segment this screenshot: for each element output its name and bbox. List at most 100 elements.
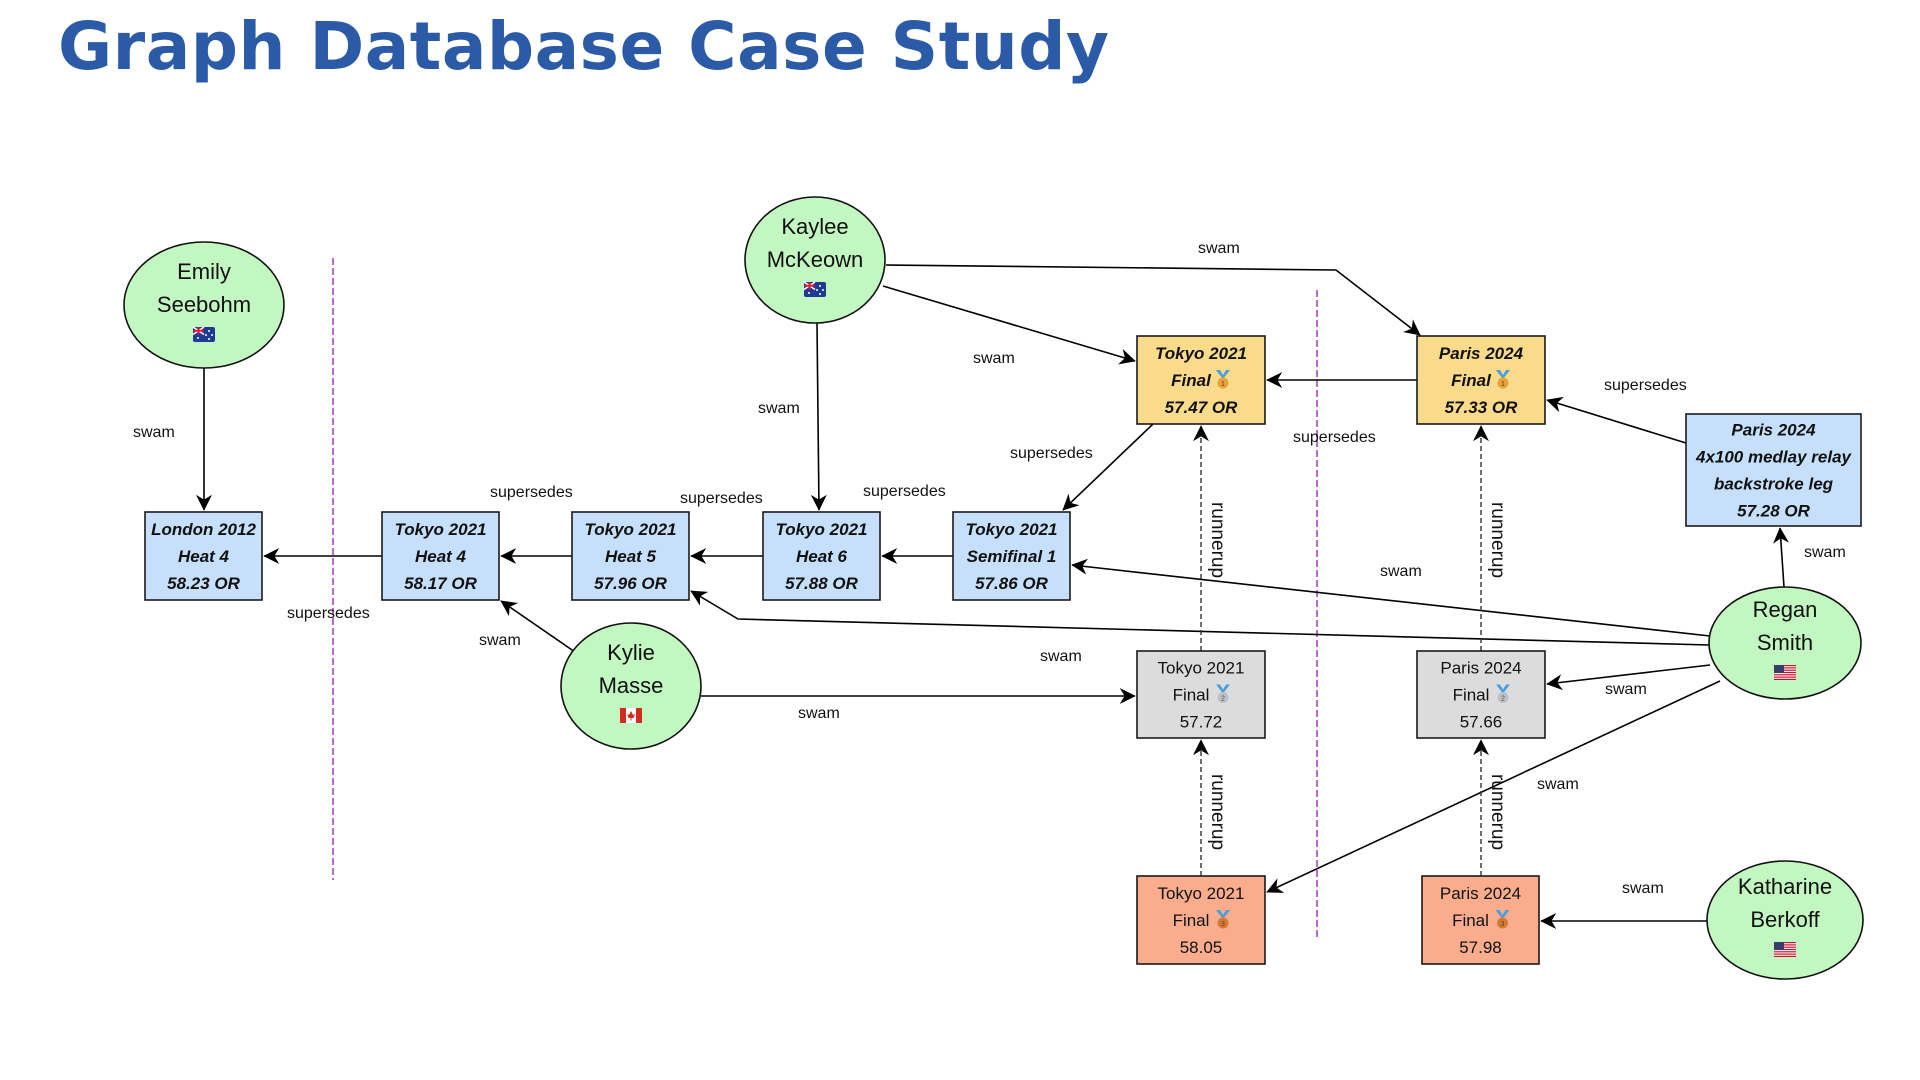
event-line: 57.33 OR [1445,398,1518,417]
edge-label-swam: swam [1198,240,1240,257]
australia-flag-icon [803,281,826,297]
event-line: 57.86 OR [975,574,1048,593]
event-line: Final [1173,686,1210,705]
edge-label-runnerup: runnerup [1487,774,1508,850]
event-line: Final [1451,371,1492,390]
event-line: 58.17 OR [404,574,477,593]
event-line: Final [1173,911,1210,930]
event-line: Heat 4 [415,547,467,566]
edge-swam-regan-to-tokyo_sf1 [1071,558,1711,637]
edge-swam-kaylee-to-paris_gold [885,264,1421,336]
event-box [571,511,690,601]
event-line: 4x100 medlay relay [1695,448,1853,467]
page-title: Graph Database Case Study [58,8,1110,85]
edge-swam-kaylee-to-tokyo_h6 [810,322,827,511]
medal-3-icon: 3 [1495,910,1510,929]
event-line: Final [1452,911,1489,930]
svg-text:3: 3 [1221,921,1225,928]
person-ellipse [123,241,285,369]
edge-label-supersedes: supersedes [1010,445,1093,462]
event-line: Paris 2024 [1439,344,1524,363]
event-line: Tokyo 2021 [966,520,1058,539]
event-line: Heat 6 [796,547,848,566]
medal-3-icon: 3 [1216,910,1230,929]
event-box [1685,413,1862,527]
event-box [1416,335,1546,425]
event-line: 58.05 [1180,938,1223,957]
edge-swam-kylie-to-tokyo_h4 [500,600,576,653]
event-line: 57.28 OR [1737,502,1810,521]
svg-text:2: 2 [1221,696,1225,703]
event-line: Tokyo 2021 [395,520,487,539]
event-line: backstroke leg [1714,475,1834,494]
medal-2-icon: 2 [1496,684,1510,703]
edge-label-swam: swam [1040,648,1082,665]
event-box [381,511,500,601]
event-line: 58.23 OR [167,574,240,593]
person-name-line: McKeown [767,247,864,272]
edge-label-supersedes: supersedes [490,484,573,501]
edge-supersedes-tokyo_gold-to-tokyo_sf1 [1062,423,1154,511]
edge-label-runnerup: runnerup [1207,502,1228,578]
edge-label-runnerup: runnerup [1487,502,1508,578]
edge-label-swam: swam [758,400,800,417]
person-name-line: Kaylee [781,214,848,239]
event-line: Tokyo 2021 [1158,884,1245,903]
medal-2-icon: 2 [1216,684,1230,703]
edge-swam-regan-to-paris_relay [1773,527,1790,588]
event-line: Final [1453,686,1490,705]
person-name-line: Smith [1757,630,1813,655]
person-name-line: Seebohm [157,292,251,317]
edge-label-swam: swam [973,350,1015,367]
event-box [1416,650,1546,739]
event-line: Semifinal 1 [967,547,1057,566]
svg-text:2: 2 [1501,696,1505,703]
svg-text:1: 1 [1221,381,1225,388]
event-line: 57.98 [1459,938,1502,957]
edge-label-supersedes: supersedes [1293,429,1376,446]
edge-label-swam: swam [479,632,521,649]
event-box [1136,650,1266,739]
person-name-line: Regan [1753,597,1818,622]
event-line: Heat 5 [605,547,657,566]
person-ellipse [744,196,886,324]
event-line: Tokyo 2021 [1155,344,1247,363]
event-line: Tokyo 2021 [585,520,677,539]
usa-flag-icon [1774,942,1796,957]
event-box [1136,335,1266,425]
edge-label-supersedes: supersedes [1604,377,1687,394]
event-line: 57.66 [1460,713,1503,732]
person-ellipse [560,622,702,750]
event-box [144,511,263,601]
event-line: Tokyo 2021 [1158,659,1245,678]
person-name-line: Berkoff [1750,907,1820,932]
event-line: Heat 4 [178,547,230,566]
edge-label-swam: swam [1804,544,1846,561]
edge-label-supersedes: supersedes [863,483,946,500]
edge-swam-kaylee-to-tokyo_gold [882,285,1136,365]
person-name-line: Katharine [1738,874,1832,899]
edge-supersedes-paris_relay-to-paris_gold [1546,396,1687,444]
event-line: 57.96 OR [594,574,667,593]
edge-label-supersedes: supersedes [680,490,763,507]
person-name-line: Masse [599,673,664,698]
australia-flag-icon [192,326,215,342]
